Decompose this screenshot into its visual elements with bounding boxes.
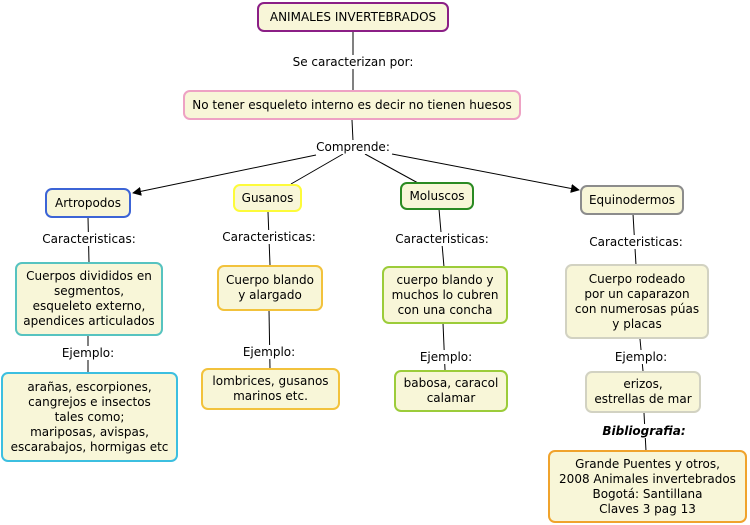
group-node-gusanos[interactable]: Gusanos	[233, 184, 302, 212]
link-caracteristicas-artropodos: Caracteristicas:	[40, 232, 138, 246]
link-caracteristicas-gusanos: Caracteristicas:	[220, 230, 318, 244]
edge-to-equinodermos	[391, 153, 580, 193]
edge-to-moluscos	[364, 153, 419, 184]
link-caracteristicas-moluscos: Caracteristicas:	[393, 232, 491, 246]
edge-to-artropodos	[132, 154, 317, 196]
link-se-caracterizan: Se caracterizan por:	[290, 55, 416, 69]
edge-to-gusanos	[290, 153, 344, 185]
caracteristicas-node-artropodos[interactable]: Cuerpos divididos en segmentos, esquelet…	[15, 262, 163, 336]
link-ejemplo-moluscos: Ejemplo:	[417, 350, 475, 364]
group-node-artropodos[interactable]: Artropodos	[45, 188, 131, 218]
group-node-moluscos[interactable]: Moluscos	[400, 182, 474, 210]
group-node-equinodermos[interactable]: Equinodermos	[580, 185, 684, 215]
link-ejemplo-equinodermos: Ejemplo:	[612, 350, 670, 364]
link-comprende: Comprende:	[314, 140, 392, 154]
bibliografia-node[interactable]: Grande Puentes y otros, 2008 Animales in…	[548, 450, 747, 523]
caracteristicas-node-gusanos[interactable]: Cuerpo blando y alargado	[217, 265, 323, 311]
definition-node[interactable]: No tener esqueleto interno es decir no t…	[183, 90, 521, 120]
ejemplo-node-moluscos[interactable]: babosa, caracol calamar	[394, 370, 508, 412]
root-node[interactable]: ANIMALES INVERTEBRADOS	[257, 2, 449, 32]
ejemplo-node-artropodos[interactable]: arañas, escorpiones, cangrejos e insecto…	[1, 372, 178, 462]
edge-definition-comprende	[351, 119, 354, 142]
link-bibliografia: Bibliografia:	[600, 424, 688, 438]
caracteristicas-node-moluscos[interactable]: cuerpo blando y muchos lo cubren con una…	[382, 266, 508, 324]
link-ejemplo-gusanos: Ejemplo:	[240, 345, 298, 359]
edge-gusanos-ejemplo	[268, 309, 271, 370]
link-ejemplo-artropodos: Ejemplo:	[59, 346, 117, 360]
ejemplo-node-gusanos[interactable]: lombrices, gusanos marinos etc.	[201, 368, 340, 410]
link-caracteristicas-equinodermos: Caracteristicas:	[587, 235, 685, 249]
ejemplo-node-equinodermos[interactable]: erizos, estrellas de mar	[585, 371, 701, 413]
caracteristicas-node-equinodermos[interactable]: Cuerpo rodeado por un caparazon con nume…	[565, 264, 709, 339]
